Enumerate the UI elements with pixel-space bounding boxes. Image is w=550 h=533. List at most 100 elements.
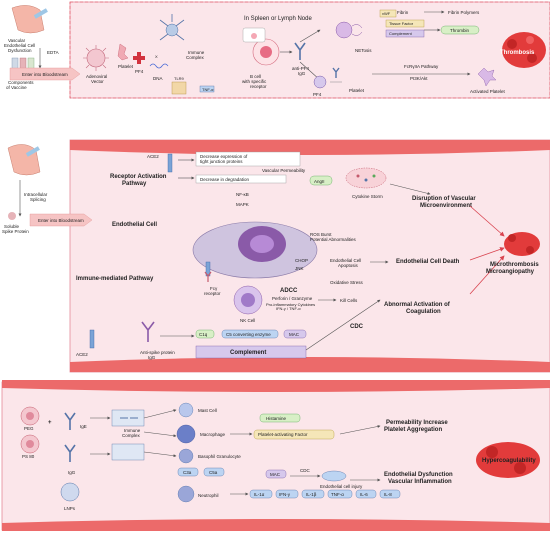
igg-icon: [64, 444, 76, 462]
tlr9-cell-icon: TLR9 TNF-α: [171, 76, 215, 95]
label-activated-platelet: Activated Platelet: [470, 89, 506, 94]
label-c1q: C1q: [199, 332, 208, 337]
label-histamine: Histamine: [266, 416, 287, 421]
neutrophil-icon: [177, 485, 195, 503]
shoulder-vaccination-icon: [11, 5, 48, 34]
vessel-wall-bottom: [70, 357, 550, 372]
label-fcr-pathway: FcRγIIA Pathway: [404, 64, 439, 69]
label-kill-cells: Kill Cells: [340, 298, 358, 303]
label-platelet-1: Platelet: [118, 64, 134, 69]
cytokine-label: IL-1α: [254, 492, 265, 497]
mast-cell-icon: [178, 402, 194, 418]
label-immune-pathway: Immune-mediated Pathway: [76, 276, 154, 282]
label-adcc: ADCC: [280, 288, 298, 294]
adenoviral-vector-icon: [83, 45, 109, 71]
fcy-receptor-icon: [204, 261, 212, 282]
vessel-wall-top: [70, 140, 550, 155]
endothelial-injury-icon: [321, 470, 347, 482]
label-mapk: MAPK: [236, 202, 249, 207]
panel1-background: [69, 1, 550, 99]
label-ace2-top: ACE2: [147, 154, 159, 159]
label-nk-cell: NK Cell: [240, 318, 255, 323]
c1q-box: [195, 329, 215, 339]
label-dna: DNA: [153, 76, 163, 81]
shoulder-vaccination-icon-2: [7, 144, 41, 176]
label-pf4-1: PF4: [135, 69, 144, 74]
label-vascular-perm: Vascular Permeability: [262, 168, 306, 173]
label-thrombin: Thrombin: [450, 28, 470, 33]
label-cdc-3: CDC: [300, 468, 310, 473]
label-jnk: JNK: [295, 266, 304, 271]
dna-icon: [149, 63, 169, 69]
thrombin-box: [440, 25, 480, 35]
paf-box: [253, 429, 335, 440]
ace2-receptor-top: [167, 153, 173, 173]
soluble-spike-icon: [8, 212, 16, 220]
cascade-boxes: vWF Tissue Factor Complement: [379, 9, 425, 38]
label-macrophage: Macrophage: [200, 432, 226, 437]
complement-box-1: [385, 29, 425, 38]
label-decrease-degradation: Decrease in degradation: [200, 177, 250, 182]
label-thrombosis: Thrombosis: [500, 50, 535, 56]
label-perforin: Perforin / Granzyme: [272, 296, 313, 301]
label-paf: Platelet-activating Factor: [258, 432, 308, 437]
netosis-icon: [335, 21, 363, 39]
label-c5-enzyme: C5 converting enzyme: [226, 332, 271, 337]
label-ige: IgE: [80, 424, 87, 429]
label-endothelial-cell: Endothelial Cell: [112, 222, 157, 228]
label-c5a: C5a: [209, 470, 218, 475]
label-peg: PEG: [24, 426, 34, 431]
mac-box-1: [283, 329, 307, 339]
label-cdc: CDC: [350, 324, 364, 330]
label-pi3k: PI3K/Akt: [410, 76, 428, 81]
c5-enzyme-box: [221, 329, 279, 339]
anti-spike-igg-icon: [141, 321, 155, 342]
label-cytokine-storm: Cytokine Storm: [352, 194, 383, 199]
label-complement-2: Complement: [230, 350, 266, 356]
thrombosis-clot-icon: [502, 32, 546, 68]
vessel-wall-3-top: [2, 380, 550, 392]
macrophage-icon: [176, 424, 196, 444]
label-x: X: [155, 54, 158, 59]
label-ps80: PS 80: [22, 454, 35, 459]
label-in-spleen: In Spleen or Lymph Node: [244, 16, 312, 22]
activated-platelet-icon: [477, 67, 497, 87]
cytokine-box: [355, 489, 377, 499]
cytokine-storm-icon: [345, 167, 387, 189]
enter-bloodstream-arrow: [9, 67, 81, 81]
c3a-box: [177, 467, 199, 477]
label-mac-1: MAC: [289, 332, 300, 337]
label-c3a: C3a: [183, 470, 192, 475]
svg-text:TLR9: TLR9: [174, 76, 185, 81]
label-chop: CHOP: [295, 258, 308, 263]
label-ang2: AngII: [314, 179, 325, 184]
hypercoag-icon: [476, 442, 540, 478]
label-nfkb: NF-κB: [236, 192, 249, 197]
nk-cell-icon: [233, 285, 263, 315]
cytokine-boxes: IL-1α IFN-γ IL-1β TNF-α IL-6 IL-8: [249, 489, 401, 499]
anti-pf4-igg-icon: [294, 42, 306, 60]
label-igg: IgG: [68, 470, 76, 475]
cytokine-box: [275, 489, 299, 499]
label-platelet-2: Platelet: [349, 88, 365, 93]
label-enter-bloodstream-2: Enter into Bloodstream: [38, 218, 84, 223]
label-netosis: NETosis: [355, 48, 372, 53]
svg-text:TNF-α: TNF-α: [202, 87, 214, 92]
panel3-background: [1, 381, 550, 531]
cytokine-label: IL-1β: [306, 492, 317, 497]
immune-complex-icon: [159, 14, 185, 41]
label-pf4-2: PF4: [313, 92, 322, 97]
